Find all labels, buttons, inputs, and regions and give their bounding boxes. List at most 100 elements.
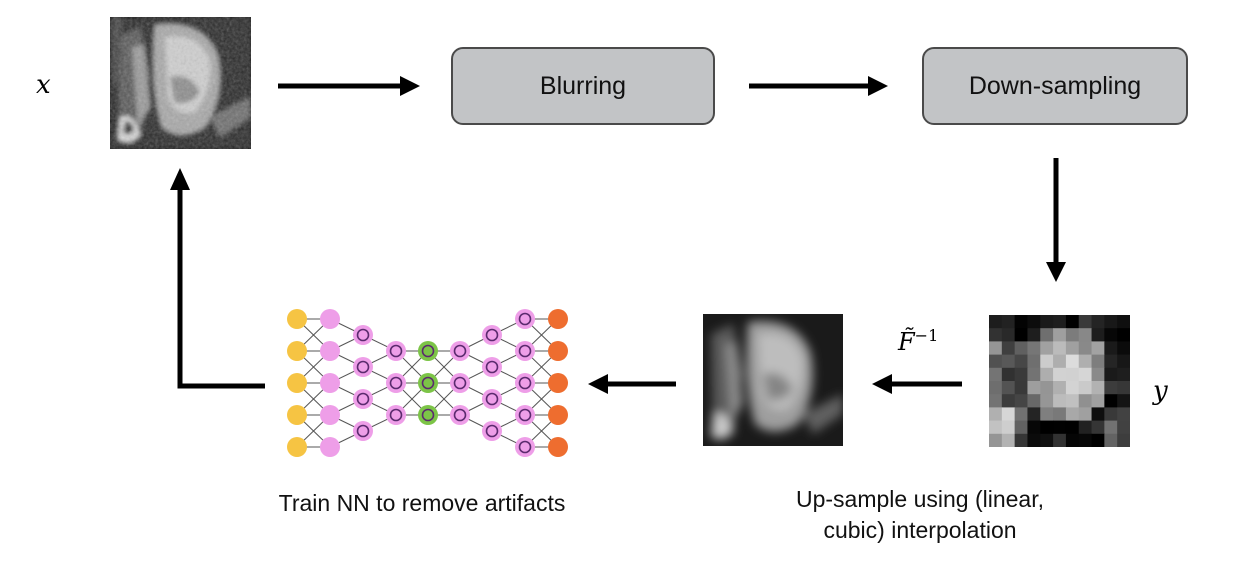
pixel-block [1014, 381, 1029, 395]
pixel-block [1117, 315, 1130, 329]
network-node [482, 325, 502, 345]
pixel-block [1065, 381, 1080, 395]
pixel-block [1078, 367, 1093, 382]
network-node [548, 309, 568, 329]
network-node [515, 437, 535, 457]
pixel-block [1104, 328, 1118, 342]
pixel-block [989, 433, 1003, 447]
pixel-block [1065, 341, 1080, 356]
pixel-block [1027, 381, 1041, 395]
network-node [353, 357, 373, 377]
network-node [515, 405, 535, 425]
upsample-caption-line-1: Up-sample using (linear, [795, 486, 1044, 512]
blurring-box: Blurring [451, 47, 715, 125]
pixel-block [1117, 394, 1130, 408]
pixel-block [989, 315, 1003, 329]
pixel-block [1027, 420, 1041, 435]
downsampling-label: Down-sampling [968, 71, 1142, 100]
pixel-block [989, 328, 1003, 342]
network-node [320, 437, 340, 457]
pixel-block [1014, 407, 1029, 422]
pixel-block [1117, 354, 1130, 369]
pixel-block [1117, 328, 1130, 342]
pixel-block [989, 367, 1003, 382]
pixel-block [1040, 381, 1054, 395]
pixel-block [1053, 315, 1067, 329]
pixel-block [989, 354, 1003, 369]
network-node [450, 341, 470, 361]
network-node [287, 341, 307, 361]
pixel-block [1104, 367, 1118, 382]
pixel-block [989, 420, 1003, 435]
network-node [353, 421, 373, 441]
pixel-block [1078, 394, 1093, 408]
operator-exponent: −1 [914, 326, 939, 345]
pixel-block [1104, 354, 1118, 369]
pixel-block [1001, 381, 1016, 395]
network-node [548, 405, 568, 425]
pixel-block [1027, 328, 1041, 342]
pixel-block [1001, 341, 1016, 356]
input-image-x [110, 17, 251, 149]
pixel-block [1001, 367, 1016, 382]
pixel-block [1040, 315, 1054, 329]
arrow-upsampled-to-network [588, 374, 676, 394]
pixel-block [1091, 433, 1105, 447]
pixel-block [1091, 420, 1105, 435]
pixel-block [1014, 433, 1029, 447]
pixel-block [1078, 407, 1093, 422]
pixel-block [1053, 420, 1067, 435]
pixel-block [1040, 367, 1054, 382]
pixel-block [989, 394, 1003, 408]
network-node [418, 341, 438, 361]
pixel-block [1001, 420, 1016, 435]
pixel-block [1001, 328, 1016, 342]
pixel-block [1078, 315, 1093, 329]
pixel-block [1117, 341, 1130, 356]
pixel-block [1065, 367, 1080, 382]
pixel-block [1104, 394, 1118, 408]
pixel-block [1104, 341, 1118, 356]
pixel-block [1117, 381, 1130, 395]
pixel-block [1104, 315, 1118, 329]
pixel-block [1117, 420, 1130, 435]
pixel-block [1078, 341, 1093, 356]
upsample-caption-line-2: cubic) interpolation [823, 517, 1017, 543]
network-node [386, 405, 406, 425]
pixel-block [1117, 433, 1130, 447]
pixel-block [1001, 394, 1016, 408]
pixel-block [989, 381, 1003, 395]
pixel-block [1117, 367, 1130, 382]
pixel-block [989, 407, 1003, 422]
pixel-block [1078, 328, 1093, 342]
network-node [287, 405, 307, 425]
variable-x-label: x [36, 70, 51, 100]
pixel-block [1014, 394, 1029, 408]
pixel-block [1053, 367, 1067, 382]
pixel-block [1040, 341, 1054, 356]
mri-slice-pixelated-icon [989, 315, 1130, 447]
pixel-block [1053, 328, 1067, 342]
pixel-block [1014, 341, 1029, 356]
network-node [353, 325, 373, 345]
train-nn-caption: Train NN to remove artifacts [278, 490, 566, 516]
pixel-block [1040, 407, 1054, 422]
variable-y-label: y [1153, 376, 1168, 406]
downsampling-box: Down-sampling [922, 47, 1188, 125]
arrow-downsampling-to-y [1046, 158, 1066, 282]
pixel-block [1091, 315, 1105, 329]
arrow-network-to-x [170, 168, 265, 389]
pixel-block [1091, 381, 1105, 395]
pixel-block [1065, 354, 1080, 369]
upsample-caption: Up-sample using (linear, cubic) interpol… [730, 484, 1110, 546]
arrow-x-to-blurring [278, 76, 420, 96]
network-node [515, 309, 535, 329]
network-node [418, 405, 438, 425]
pixel-block [1065, 315, 1080, 329]
pixel-block [1001, 315, 1016, 329]
pixel-block [1027, 394, 1041, 408]
network-node [418, 373, 438, 393]
pixel-block [1065, 394, 1080, 408]
pixel-block [1104, 433, 1118, 447]
